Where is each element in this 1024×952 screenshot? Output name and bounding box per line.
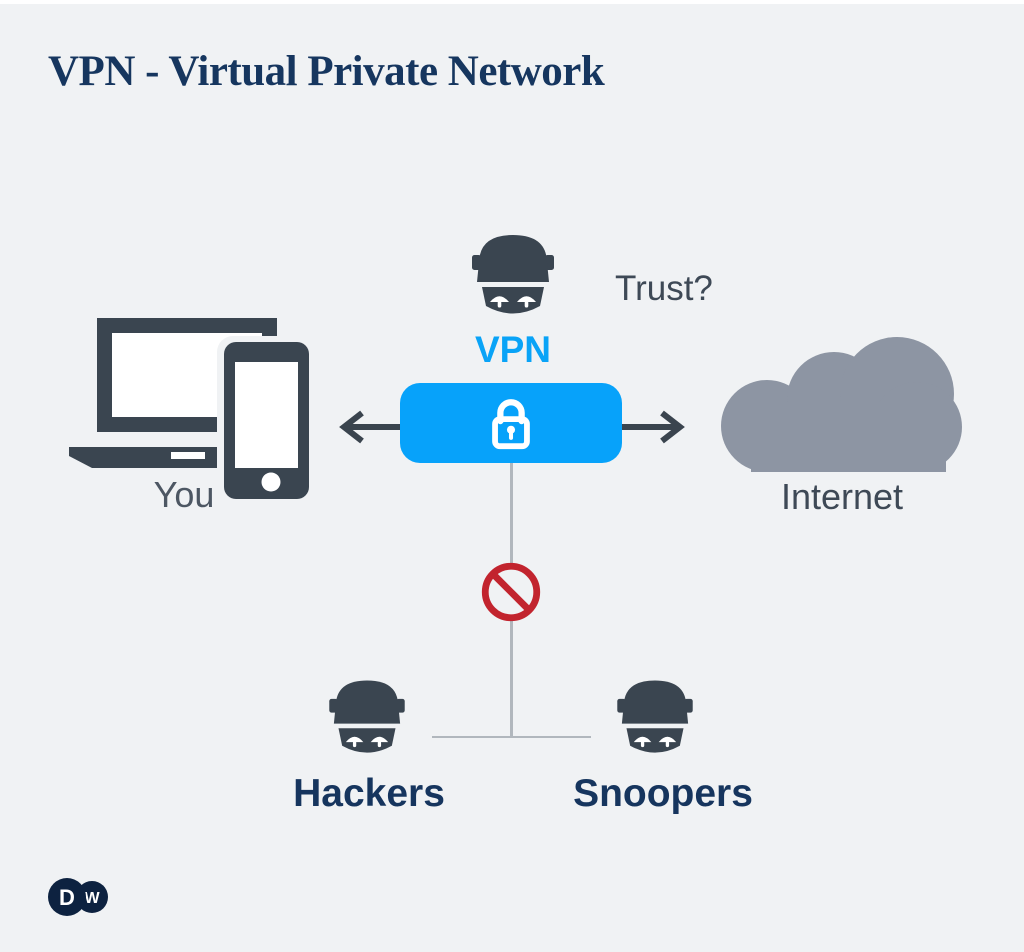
trust-question-label: Trust? (615, 269, 713, 308)
arrow-left-icon (339, 410, 404, 444)
no-entry-icon (481, 562, 541, 622)
horizontal-connector-line (432, 736, 591, 738)
hackers-label: Hackers (293, 772, 445, 815)
hackers-masked-figure-icon (319, 674, 415, 766)
page-title: VPN - Virtual Private Network (48, 48, 605, 95)
vpn-masked-figure-icon (461, 228, 565, 328)
internet-label: Internet (780, 476, 904, 517)
laptop-and-phone-icon (69, 318, 316, 504)
dw-logo-letter-w: W (84, 890, 100, 907)
cloud-icon (721, 337, 962, 472)
vpn-tunnel-box (400, 383, 622, 463)
dw-logo: W D (48, 878, 108, 916)
vpn-label: VPN (474, 329, 552, 370)
padlock-icon (492, 399, 530, 450)
snoopers-masked-figure-icon (607, 674, 703, 766)
top-border-strip (0, 0, 1024, 4)
snoopers-label: Snoopers (573, 772, 753, 815)
arrow-right-icon (620, 410, 685, 444)
dw-logo-letter-d: D (59, 885, 75, 910)
you-label: You (153, 474, 215, 515)
